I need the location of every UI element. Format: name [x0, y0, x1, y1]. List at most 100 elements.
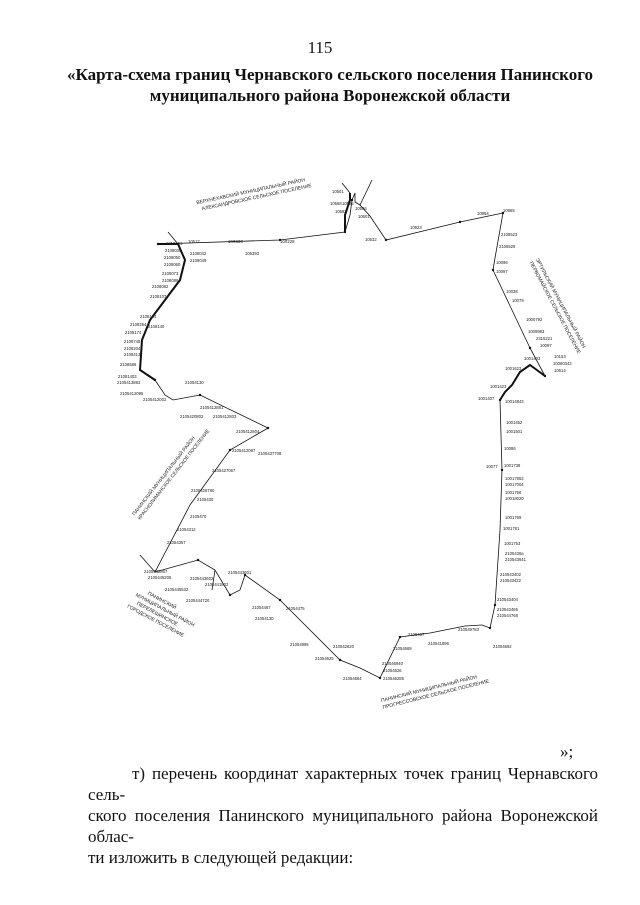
boundary-line — [138, 179, 546, 679]
svg-text:2105420802: 2105420802 — [180, 414, 204, 419]
svg-text:10632: 10632 — [365, 237, 377, 242]
closing-quote: »; — [560, 742, 574, 761]
svg-text:2108523: 2108523 — [501, 232, 518, 237]
point-labels: 10517 1818001 10ЛЗЗ8 105393 10Л228 10568… — [117, 189, 572, 681]
svg-text:КРАСНОЛИМАНСКОЕ СЕЛЬСКОЕ ПОСЕЛ: КРАСНОЛИМАНСКОЕ СЕЛЬСКОЕ ПОСЕЛЕНИЕ — [137, 428, 212, 522]
svg-text:2105413883: 2105413883 — [117, 380, 141, 385]
svg-text:2108107: 2108107 — [150, 294, 167, 299]
svg-text:2108140: 2108140 — [148, 324, 165, 329]
area-label-left-bottom: ПАНИНСКИЙ МУНИЦИПАЛЬНЫЙ РАЙОН ПЕРЕЛЕШИНС… — [126, 589, 197, 639]
svg-text:2108586: 2108586 — [120, 362, 137, 367]
svg-text:1001769: 1001769 — [505, 515, 522, 520]
svg-text:ПЕРВОМАЙСКОЕ СЕЛЬСКОЕ ПОСЕЛЕНИ: ПЕРВОМАЙСКОЕ СЕЛЬСКОЕ ПОСЕЛЕНИЕ — [528, 260, 584, 356]
svg-text:2108049: 2108049 — [190, 258, 207, 263]
svg-text:10517: 10517 — [188, 239, 200, 244]
svg-text:1001623: 1001623 — [505, 366, 522, 371]
svg-text:2108073: 2108073 — [162, 271, 179, 276]
svg-text:2105445205: 2105445205 — [148, 575, 172, 580]
svg-text:1001452: 1001452 — [506, 420, 523, 425]
svg-text:10586: 10586 — [355, 206, 367, 211]
map-svg: ВЕРХНЕХАВСКИЙ МУНИЦИПАЛЬНЫЙ РАЙОН АЛЕКСА… — [117, 175, 588, 711]
svg-text:2105437708: 2105437708 — [258, 451, 282, 456]
boundary-map: ВЕРХНЕХАВСКИЙ МУНИЦИПАЛЬНЫЙ РАЙОН АЛЕКСА… — [0, 150, 640, 730]
svg-text:2105470: 2105470 — [190, 514, 207, 519]
svg-text:10086: 10086 — [504, 446, 516, 451]
svg-text:2105436a: 2105436a — [505, 551, 524, 556]
svg-text:21081403: 21081403 — [118, 374, 137, 379]
svg-text:2315221: 2315221 — [536, 336, 553, 341]
svg-text:1818001: 1818001 — [166, 241, 183, 246]
svg-text:1001403: 1001403 — [524, 356, 541, 361]
svg-text:2105441802: 2105441802 — [205, 582, 229, 587]
svg-text:10601: 10601 — [358, 214, 370, 219]
paragraph-line-1: т) перечень координат характерных точек … — [88, 764, 598, 804]
svg-text:2108050: 2108050 — [164, 255, 181, 260]
svg-text:2105444720: 2105444720 — [186, 598, 210, 603]
svg-text:1001753: 1001753 — [504, 541, 521, 546]
svg-text:10954: 10954 — [477, 211, 489, 216]
svg-text:2108413: 2108413 — [124, 352, 141, 357]
svg-text:2108060: 2108060 — [164, 262, 181, 267]
svg-text:2105430: 2105430 — [197, 497, 214, 502]
svg-text:1000792: 1000792 — [526, 317, 543, 322]
svg-text:21054626: 21054626 — [383, 668, 402, 673]
area-label-top: ВЕРХНЕХАВСКИЙ МУНИЦИПАЛЬНЫЙ РАЙОН АЛЕКСА… — [196, 175, 313, 212]
svg-text:21054467: 21054467 — [252, 605, 271, 610]
area-label-left: ПАНИНСКИЙ МУНИЦИПАЛЬНЫЙ РАЙОН КРАСНОЛИМА… — [130, 428, 212, 522]
svg-text:210541896: 210541896 — [428, 641, 450, 646]
svg-text:10568: 10568 — [330, 201, 342, 206]
svg-text:210546285: 210546285 — [383, 676, 405, 681]
svg-text:10060343: 10060343 — [553, 361, 572, 366]
svg-text:2108174: 2108174 — [125, 330, 142, 335]
svg-text:21054664: 21054664 — [343, 676, 362, 681]
svg-text:1001423: 1001423 — [490, 384, 507, 389]
svg-text:10079: 10079 — [512, 298, 524, 303]
svg-text:210543402: 210543402 — [500, 572, 522, 577]
svg-text:21054312: 21054312 — [177, 527, 196, 532]
svg-text:1009983: 1009983 — [528, 329, 545, 334]
svg-text:10097: 10097 — [540, 343, 552, 348]
svg-text:2108039: 2108039 — [165, 248, 182, 253]
svg-text:2105445532: 2105445532 — [165, 587, 189, 592]
svg-text:10018020: 10018020 — [505, 496, 524, 501]
svg-text:210543404: 210543404 — [497, 597, 519, 602]
svg-text:10017004: 10017004 — [505, 482, 524, 487]
svg-text:2108042: 2108042 — [190, 251, 207, 256]
svg-text:210546940: 210546940 — [382, 661, 404, 666]
svg-text:21054357: 21054357 — [167, 540, 186, 545]
svg-text:10153: 10153 — [554, 354, 566, 359]
svg-text:210549783: 210549783 — [458, 627, 480, 632]
svg-text:10096: 10096 — [496, 260, 508, 265]
svg-text:2105443602: 2105443602 — [190, 576, 214, 581]
vertex-markers — [153, 198, 547, 680]
svg-text:21054475: 21054475 — [286, 606, 305, 611]
page-number: 115 — [307, 38, 333, 57]
svg-text:2105412804: 2105412804 — [236, 429, 260, 434]
svg-text:10097: 10097 — [496, 269, 508, 274]
svg-text:21054692: 21054692 — [493, 644, 512, 649]
svg-text:2105442867: 2105442867 — [144, 569, 168, 574]
svg-text:2108529: 2108529 — [499, 244, 516, 249]
svg-text:2108082: 2108082 — [152, 284, 169, 289]
svg-text:1001501: 1001501 — [506, 429, 523, 434]
svg-text:21054130: 21054130 — [185, 380, 204, 385]
title-line-1: «Карта-схема границ Чернавского сельског… — [66, 65, 594, 84]
svg-text:210543422: 210543422 — [500, 578, 522, 583]
svg-text:10017853: 10017853 — [505, 476, 524, 481]
svg-text:2108124: 2108124 — [140, 314, 157, 319]
svg-text:21054625: 21054625 — [315, 656, 334, 661]
svg-text:210543465: 210543465 — [497, 607, 519, 612]
svg-text:10077: 10077 — [486, 464, 498, 469]
svg-text:2105412095: 2105412095 — [120, 391, 144, 396]
svg-text:21054995: 21054995 — [290, 642, 309, 647]
svg-text:10501: 10501 — [332, 189, 344, 194]
svg-text:1001407: 1001407 — [478, 396, 495, 401]
svg-text:10614: 10614 — [554, 368, 566, 373]
svg-text:10585: 10585 — [342, 201, 354, 206]
svg-text:1001766: 1001766 — [505, 490, 522, 495]
svg-text:2105426780: 2105426780 — [191, 488, 215, 493]
svg-text:10ЛЗЗ8: 10ЛЗЗ8 — [228, 239, 243, 244]
svg-text:ПАНИНСКИЙ МУНИЦИПАЛЬНЫЙ РАЙОН: ПАНИНСКИЙ МУНИЦИПАЛЬНЫЙ РАЙОН — [130, 434, 197, 517]
svg-text:105393: 105393 — [245, 251, 260, 256]
svg-text:2105437: 2105437 — [408, 632, 425, 637]
